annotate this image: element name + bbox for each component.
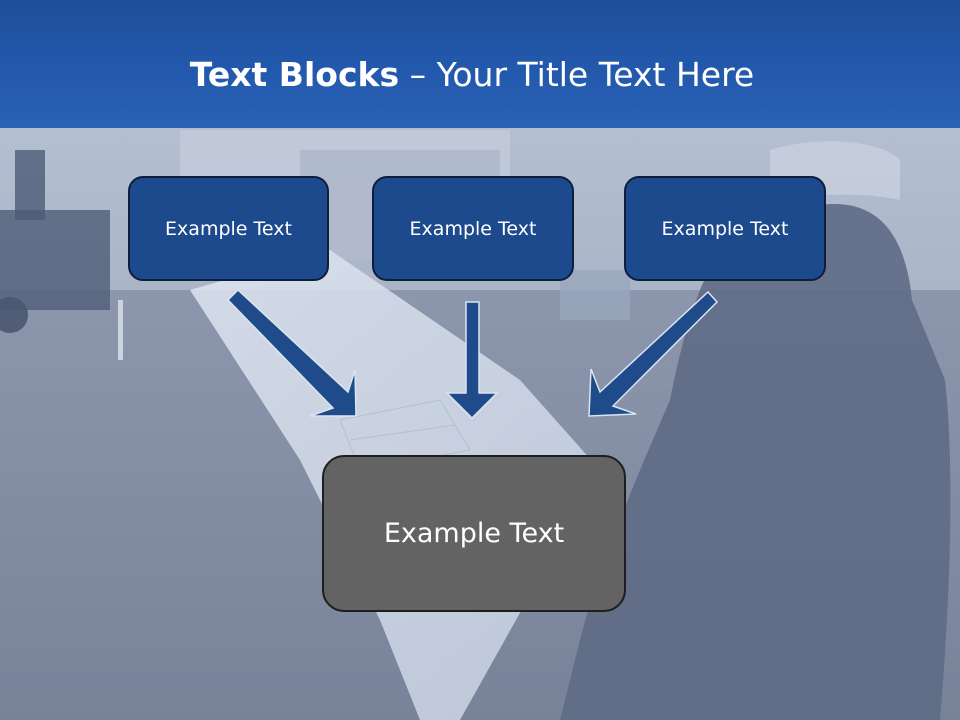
text-block-3: Example Text <box>624 176 826 281</box>
text-block-3-label: Example Text <box>661 217 789 240</box>
slide-title-separator: – <box>399 55 437 94</box>
slide-title: Text Blocks – Your Title Text Here <box>0 52 944 98</box>
text-block-2: Example Text <box>372 176 574 281</box>
arrow-left-to-center <box>226 288 357 417</box>
slide-title-bold: Text Blocks <box>189 55 400 94</box>
title-bar <box>0 0 960 128</box>
result-block: Example Text <box>322 455 626 612</box>
text-block-1: Example Text <box>128 176 329 281</box>
arrow-right-to-center <box>588 290 719 417</box>
text-block-2-label: Example Text <box>409 217 537 240</box>
text-block-1-label: Example Text <box>165 217 292 240</box>
slide-title-rest: Your Title Text Here <box>436 55 755 94</box>
result-block-label: Example Text <box>383 518 565 549</box>
arrow-middle-to-center <box>445 301 499 420</box>
